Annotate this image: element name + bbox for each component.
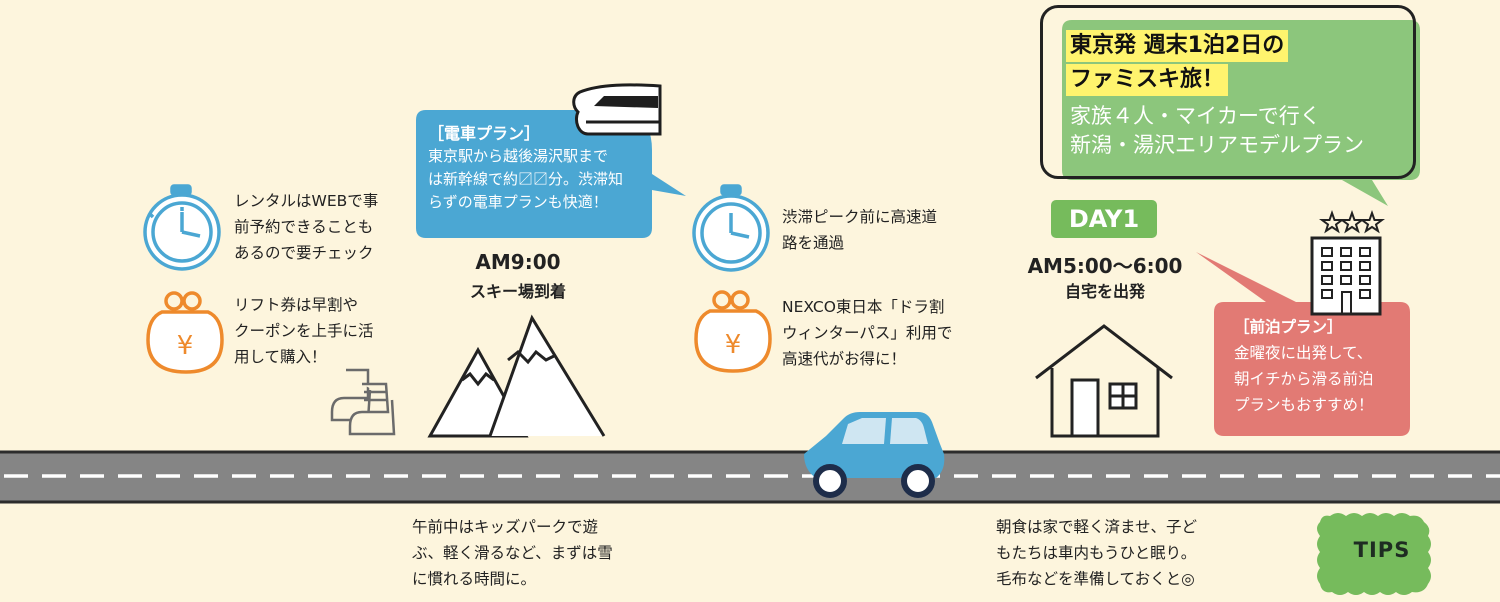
note-line: ウィンターパス」利用で <box>782 324 953 342</box>
arrival-label: スキー場到着 <box>469 282 566 301</box>
note-line: あるので要チェック <box>234 244 374 262</box>
purse-yen-icon: ¥ <box>146 291 224 374</box>
train-plan-bubble <box>416 110 686 238</box>
depart-time: AM5:00〜6:00 <box>1027 254 1183 278</box>
stopwatch-icon <box>143 184 221 271</box>
pre-night-bubble <box>1196 252 1410 436</box>
train-plan-line: 東京駅から越後湯沢駅まで <box>428 147 609 165</box>
train-plan-heading: ［電車プラン］ <box>428 124 541 143</box>
pre-night-line: 朝イチから滑る前泊 <box>1234 370 1374 388</box>
note-line: リフト券は早割や <box>234 296 359 314</box>
star-icon <box>1319 210 1385 234</box>
note-line: 毛布などを準備しておくと◎ <box>996 570 1195 588</box>
pre-night-line: プランもおすすめ！ <box>1234 396 1374 414</box>
mountains-icon <box>427 314 606 438</box>
tips-badge <box>1317 513 1431 595</box>
note-line: レンタルはWEBで事 <box>234 192 379 210</box>
stopwatch-icon <box>692 184 770 272</box>
note-line: 高速代がお得に！ <box>782 350 907 368</box>
headline-line2: ファミスキ旅！ <box>1066 64 1229 96</box>
subtitle-line2: 新潟・湯沢エリアモデルプラン <box>1070 133 1364 157</box>
hotel-icon <box>1310 236 1382 316</box>
depart-label: 自宅を出発 <box>1064 282 1145 301</box>
ski-boots-icon <box>330 368 396 436</box>
purse-yen-icon: ¥ <box>694 290 772 373</box>
pre-night-line: 金曜夜に出発して、 <box>1234 344 1373 362</box>
note-line: 渋滞ピーク前に高速道 <box>782 208 938 226</box>
note-line: 前予約できることも <box>234 218 374 236</box>
pre-night-text: ［前泊プラン］ 金曜夜に出発して、 朝イチから滑る前泊 プランもおすすめ！ <box>1234 314 1404 418</box>
note-line: ぶ、軽く滑るなど、まずは雪 <box>412 544 613 562</box>
car-icon <box>804 412 945 498</box>
arrival-time: AM9:00 <box>475 250 561 274</box>
title-bubble-outline <box>1040 5 1416 179</box>
note-line: 路を通過 <box>782 234 845 252</box>
title-block: 東京発 週末1泊2日の ファミスキ旅！ 家族４人・マイカーで行く 新潟・湯沢エリ… <box>1066 30 1406 160</box>
pre-night-heading: ［前泊プラン］ <box>1234 318 1343 336</box>
train-plan-text: ［電車プラン］ 東京駅から越後湯沢駅まで は新幹線で約〼〼分。渋滞知 らずの電車… <box>428 122 658 214</box>
headline-line1: 東京発 週末1泊2日の <box>1066 30 1289 62</box>
subtitle-line1: 家族４人・マイカーで行く <box>1070 104 1321 128</box>
nexco-note: NEXCO東日本「ドラ割 ウィンターパス」利用で 高速代がお得に！ <box>782 294 982 372</box>
train-plan-line: らずの電車プランも快適！ <box>428 193 608 211</box>
note-line: 用して購入！ <box>234 348 327 366</box>
svg-text:¥: ¥ <box>177 331 194 361</box>
breakfast-tip: 朝食は家で軽く済ませ、子ど もたちは車内もうひと眠り。 毛布などを準備しておくと… <box>996 514 1236 592</box>
house-icon <box>1035 324 1173 438</box>
note-line: 午前中はキッズパークで遊 <box>412 518 599 536</box>
lift-note: リフト券は早割や クーポンを上手に活 用して購入！ <box>234 292 404 370</box>
note-line: クーポンを上手に活 <box>234 322 374 340</box>
day-badge: DAY1 <box>1051 200 1157 238</box>
note-line: 朝食は家で軽く済ませ、子ど <box>996 518 1198 536</box>
morning-tip: 午前中はキッズパークで遊 ぶ、軽く滑るなど、まずは雪 に慣れる時間に。 <box>412 514 642 592</box>
bullet-train-icon <box>572 83 662 136</box>
train-plan-line: は新幹線で約〼〼分。渋滞知 <box>428 170 624 188</box>
rental-note: レンタルはWEBで事 前予約できることも あるので要チェック <box>234 188 404 266</box>
note-line: に慣れる時間に。 <box>412 570 537 588</box>
note-line: もたちは車内もうひと眠り。 <box>996 544 1197 562</box>
tips-label: TIPS <box>1353 538 1411 562</box>
traffic-note: 渋滞ピーク前に高速道 路を通過 <box>782 204 982 256</box>
svg-text:¥: ¥ <box>725 330 742 360</box>
road <box>0 450 1500 504</box>
note-line: NEXCO東日本「ドラ割 <box>782 298 945 316</box>
